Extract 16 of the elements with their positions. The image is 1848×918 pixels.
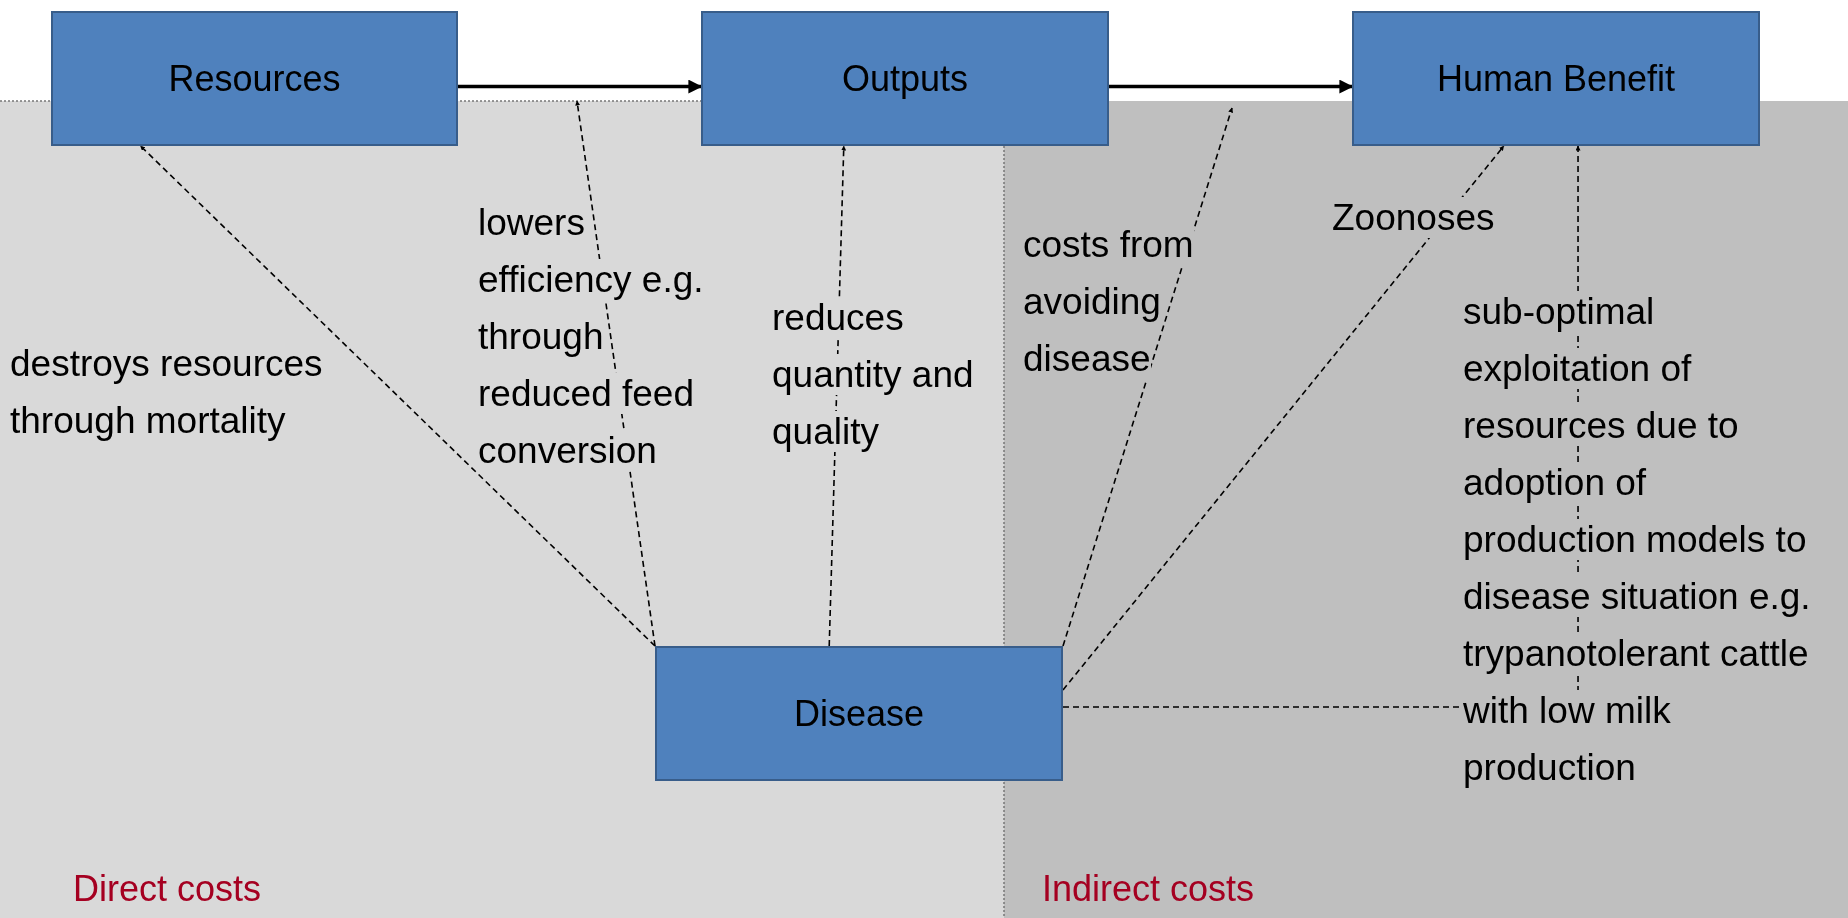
node-label: Human Benefit [1436, 57, 1676, 100]
node-label: Disease [793, 692, 925, 735]
edge-label: Zoonoses [1332, 197, 1495, 238]
process-box [701, 11, 1109, 146]
process-box [51, 11, 458, 146]
process-box [655, 646, 1063, 781]
arrow [458, 79, 703, 94]
section-label: Direct costs [73, 868, 262, 910]
arrow [1062, 107, 1234, 647]
node-label: Outputs [841, 57, 969, 100]
node-label: Resources [168, 57, 341, 100]
section-label: Indirect costs [1042, 868, 1255, 910]
arrow [1109, 79, 1354, 94]
arrow [1062, 145, 1505, 691]
arrow [139, 145, 656, 647]
process-box [1352, 11, 1760, 146]
